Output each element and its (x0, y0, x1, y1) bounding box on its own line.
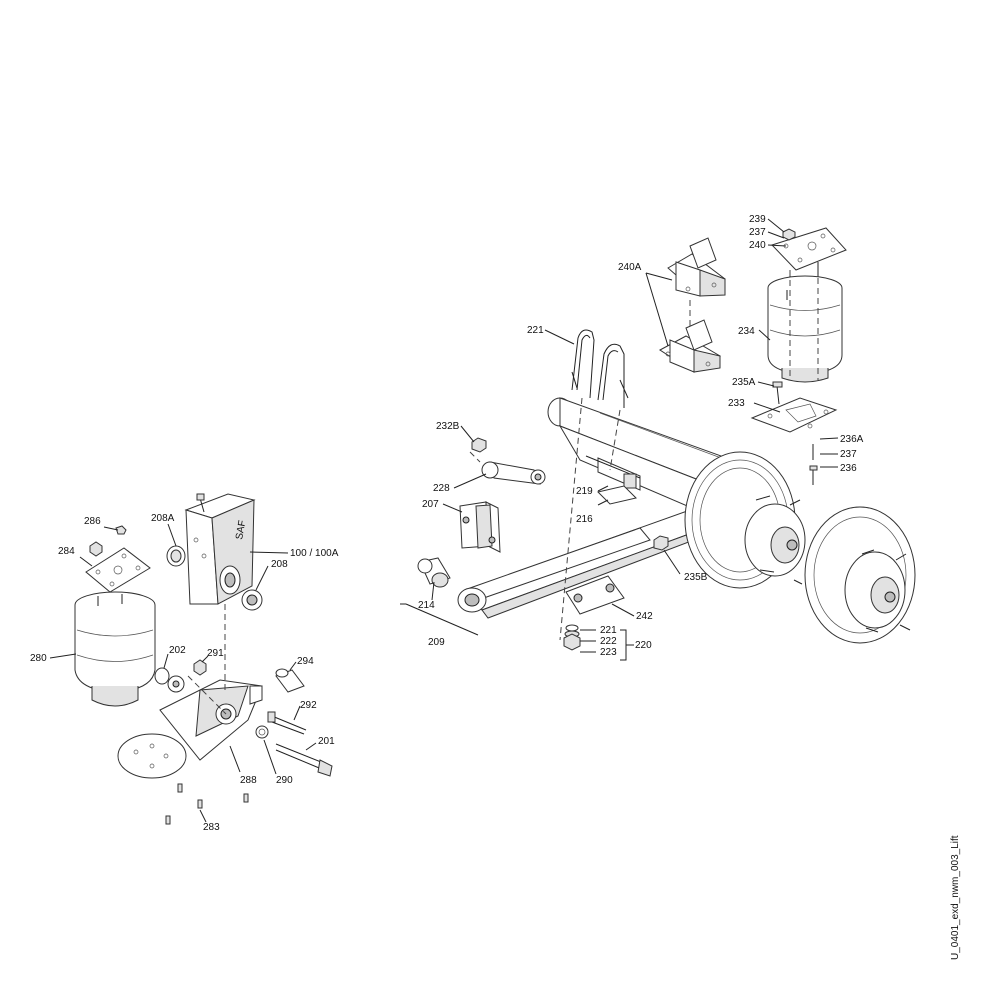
bolt-stud-top (196, 493, 205, 513)
centerline-a (559, 397, 583, 641)
label-235B: 235B (684, 572, 708, 583)
label-286: 286 (84, 516, 101, 527)
washer-nut-stack-220 (563, 624, 581, 651)
label-283: 283 (203, 822, 220, 833)
label-290: 290 (276, 775, 293, 786)
leader-lines (49, 218, 839, 823)
label-236: 236 (840, 463, 857, 474)
nut-286 (89, 525, 127, 557)
nut-232B (471, 437, 487, 453)
air-spring-seat-disc (117, 733, 187, 779)
label-235A: 235A (732, 377, 756, 388)
label-233: 233 (728, 398, 745, 409)
label-292: 292 (300, 700, 317, 711)
bracket-240A-lower (659, 319, 721, 373)
bracket-219 (585, 455, 641, 491)
bracket-207 (459, 501, 501, 553)
brake-disc-hub (804, 506, 916, 644)
label-216: 216 (576, 514, 593, 525)
air-spring-234 (767, 275, 843, 383)
u-bolt-221-right (597, 343, 629, 408)
label-232B: 232B (436, 421, 460, 432)
label-240: 240 (749, 240, 766, 251)
label-201: 201 (318, 736, 335, 747)
bolts-236 (809, 444, 818, 485)
upper-air-spring-plate-240 (771, 227, 847, 285)
label-223: 223 (600, 647, 617, 658)
shock-absorber-228 (481, 461, 546, 485)
label-221-lower: 221 (600, 625, 617, 636)
brake-drum-hub (684, 451, 806, 589)
label-221-upper: 221 (527, 325, 544, 336)
label-100-100A: 100 / 100A (290, 548, 339, 559)
sleeve-294 (275, 668, 305, 693)
washer-290 (255, 725, 269, 739)
trailing-arm-288 (159, 679, 263, 761)
label-207: 207 (422, 499, 439, 510)
label-294: 294 (297, 656, 314, 667)
air-spring-280 (74, 591, 156, 707)
label-208A: 208A (151, 513, 175, 524)
screws-283 (165, 783, 249, 825)
air-spring-mount-plate-233 (750, 397, 838, 433)
label-291: 291 (207, 648, 224, 659)
nut-239 (782, 228, 796, 241)
label-214: 214 (418, 600, 435, 611)
bolt-292 (267, 711, 307, 735)
label-239: 239 (749, 214, 766, 225)
callout-labels: 239 237 240 240A 221 234 235A 233 232B 2… (30, 214, 864, 833)
nut-235B (653, 535, 669, 551)
bolt-201 (275, 743, 333, 777)
bushing-202 (154, 667, 185, 693)
centerline-f (469, 451, 481, 463)
label-237-upper: 237 (749, 227, 766, 238)
label-220: 220 (635, 640, 652, 651)
bushing-214 (417, 557, 451, 588)
label-222: 222 (600, 636, 617, 647)
label-209: 209 (428, 637, 445, 648)
bracket-240A-upper (667, 237, 726, 297)
label-236A: 236A (840, 434, 864, 445)
bolt-235A (772, 381, 783, 405)
centerline-h (187, 675, 227, 715)
hanger-bracket-100: SAF (184, 493, 256, 605)
bushing-208A (166, 545, 186, 567)
label-240A: 240A (618, 262, 642, 273)
label-237-lower: 237 (840, 449, 857, 460)
trailing-arm-beam-209 (457, 509, 702, 619)
label-280: 280 (30, 653, 47, 664)
drawing-id: U_0401_exd_nwm_003_Lift (950, 835, 961, 960)
svg-text:SAF: SAF (234, 519, 248, 540)
label-284: 284 (58, 546, 75, 557)
label-234: 234 (738, 326, 755, 337)
plate-216 (597, 485, 637, 505)
label-208: 208 (271, 559, 288, 570)
label-202: 202 (169, 645, 186, 656)
plate-242 (565, 575, 625, 615)
u-bolt-221-left (571, 329, 595, 399)
label-219: 219 (576, 486, 593, 497)
centerline-b (609, 409, 621, 471)
air-spring-plate-284 (85, 547, 151, 593)
label-288: 288 (240, 775, 257, 786)
nut-291 (193, 659, 207, 676)
label-228: 228 (433, 483, 450, 494)
label-242: 242 (636, 611, 653, 622)
bushing-208 (241, 589, 263, 611)
